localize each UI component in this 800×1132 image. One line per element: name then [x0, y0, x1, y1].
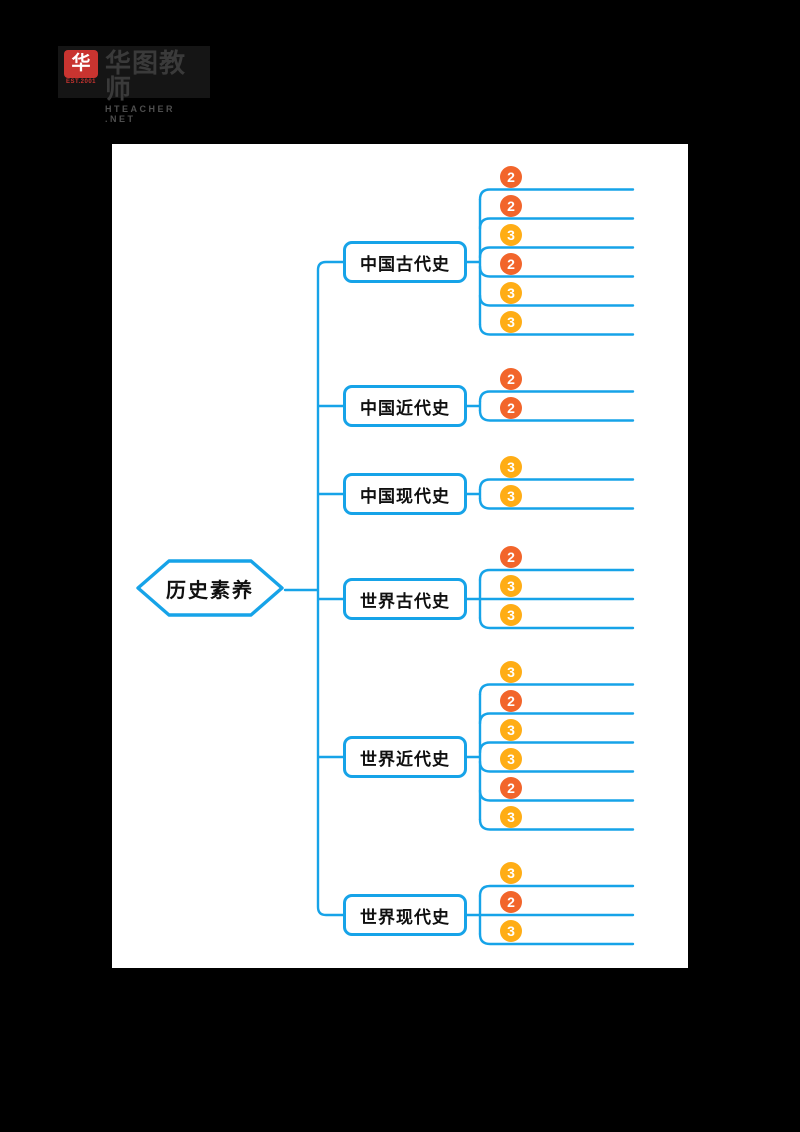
- leaf-topic-line: [478, 409, 635, 422]
- leaf-topic-line: [478, 390, 635, 403]
- huatu-logo: 华 EST.2001 华图教师 HTEACHER .NET: [58, 46, 210, 124]
- leaf-number-badge[interactable]: 3: [500, 862, 522, 884]
- leaf-number-badge[interactable]: 2: [500, 546, 522, 568]
- leaf-topic-line: [478, 818, 635, 831]
- leaf-topic-line: [478, 497, 635, 510]
- leaf-number-badge[interactable]: 2: [500, 776, 522, 799]
- leaf-number-badge[interactable]: 3: [500, 484, 522, 507]
- leaf-number-badge[interactable]: 2: [500, 194, 522, 217]
- leaf-number-badge[interactable]: 3: [500, 575, 522, 597]
- leaf-topic-line: [478, 884, 635, 898]
- leaf-topic-line: [478, 246, 635, 259]
- leaf-number-badge[interactable]: 3: [500, 805, 522, 828]
- page: 历史素养 中国古代史 2 2 3 2 3 3 中国近代史 2 2 中国现代史 3 3 世界古代史 2 3 3 世界…: [112, 144, 688, 968]
- leaf-topic-line: [478, 294, 635, 307]
- leaf-number-badge[interactable]: 3: [500, 747, 522, 770]
- branch-node[interactable]: 中国古代史: [343, 241, 467, 283]
- branch-connector: [465, 400, 482, 412]
- leaf-number-badge[interactable]: 3: [500, 660, 522, 683]
- connector-lines: [283, 188, 635, 946]
- leaf-number-badge[interactable]: 2: [500, 689, 522, 712]
- logo-title: 华图教师: [105, 48, 187, 104]
- logo-subtitle: HTEACHER .NET: [105, 104, 176, 124]
- trunk-connector: [283, 260, 345, 917]
- leaf-number-badge[interactable]: 3: [500, 310, 522, 333]
- leaf-number-badge[interactable]: 3: [500, 223, 522, 246]
- branch-connector: [465, 693, 482, 821]
- leaf-topic-line: [478, 188, 635, 201]
- branch-node[interactable]: 中国近代史: [343, 385, 467, 427]
- leaf-number-badge[interactable]: 2: [500, 891, 522, 913]
- branch-connector: [465, 894, 482, 936]
- root-hexagon-shape: [136, 559, 284, 617]
- leaf-topic-line: [478, 760, 635, 773]
- branch-node[interactable]: 世界现代史: [343, 894, 467, 936]
- leaf-topic-line: [478, 478, 635, 491]
- leaf-topic-line: [478, 323, 635, 336]
- leaf-number-badge[interactable]: 3: [500, 920, 522, 942]
- branch-node[interactable]: 世界近代史: [343, 736, 467, 778]
- leaf-topic-line: [478, 932, 635, 946]
- leaf-number-badge[interactable]: 2: [500, 165, 522, 188]
- leaf-number-badge[interactable]: 2: [500, 396, 522, 419]
- leaf-topic-line: [478, 616, 635, 630]
- leaf-number-badge[interactable]: 2: [500, 252, 522, 275]
- branch-connector: [465, 578, 482, 620]
- leaf-topic-line: [478, 712, 635, 725]
- branch-node[interactable]: 中国现代史: [343, 473, 467, 515]
- leaf-number-badge[interactable]: 3: [500, 718, 522, 741]
- leaf-topic-line: [478, 265, 635, 278]
- root-node-label: 历史素养: [166, 579, 254, 602]
- leaf-topic-line: [478, 789, 635, 802]
- leaf-number-badge[interactable]: 2: [500, 367, 522, 390]
- leaf-topic-line: [478, 683, 635, 696]
- leaf-number-badge[interactable]: 3: [500, 455, 522, 478]
- branch-connector: [465, 488, 482, 500]
- leaf-number-badge[interactable]: 3: [500, 604, 522, 626]
- huatu-logo-icon: 华: [64, 50, 98, 78]
- branch-node[interactable]: 世界古代史: [343, 578, 467, 620]
- leaf-topic-line: [478, 217, 635, 230]
- leaf-topic-line: [478, 568, 635, 582]
- leaf-number-badge[interactable]: 3: [500, 281, 522, 304]
- branch-connector: [465, 198, 482, 326]
- huatu-logo-mark: 华 EST.2001: [64, 50, 98, 85]
- logo-est-text: EST.2001: [65, 79, 97, 85]
- leaf-topic-line: [478, 741, 635, 754]
- root-node[interactable]: 历史素养: [135, 558, 285, 618]
